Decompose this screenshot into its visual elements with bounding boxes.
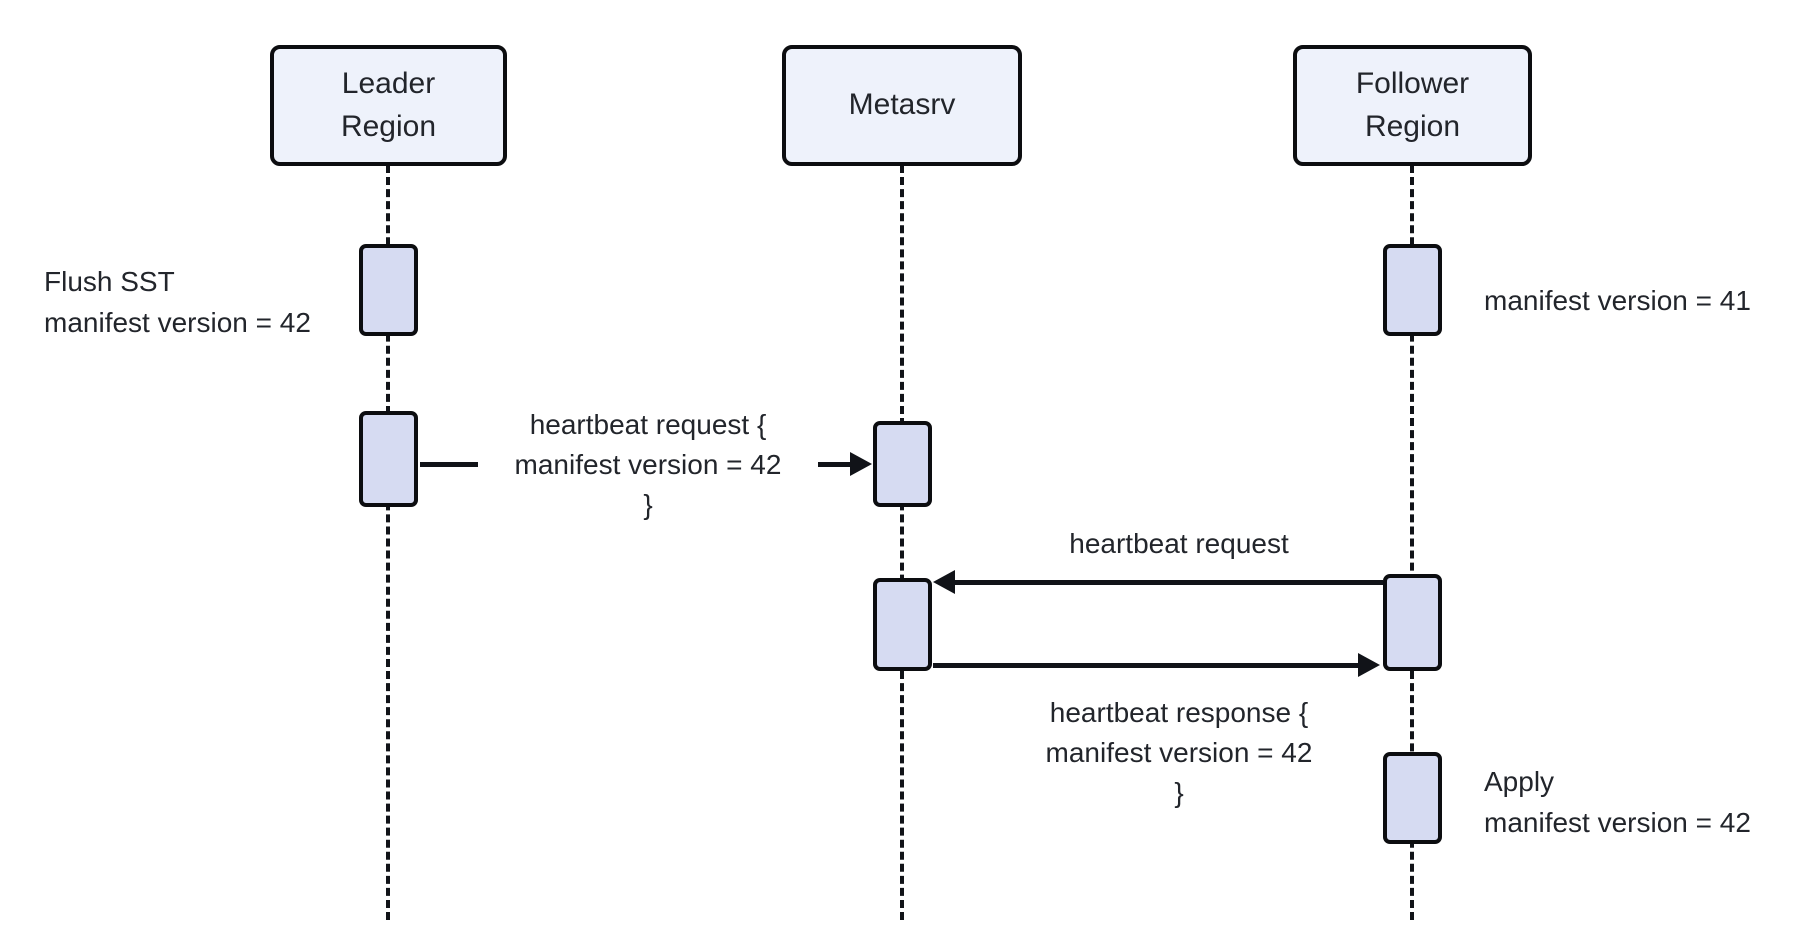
activation-follower-apply xyxy=(1383,752,1442,844)
message-line-heartbeat-response xyxy=(933,663,1360,668)
message-label-heartbeat-request-follower: heartbeat request xyxy=(983,524,1375,564)
lifeline-metasrv xyxy=(900,165,904,920)
note-flush-sst: Flush SST manifest version = 42 xyxy=(44,266,311,338)
participant-follower-region[interactable]: Follower Region xyxy=(1293,45,1532,166)
activation-metasrv-follower-exchange xyxy=(873,578,932,671)
activation-follower-heartbeat xyxy=(1383,574,1442,671)
lifeline-leader xyxy=(386,165,390,920)
activation-metasrv-receive-leader-heartbeat xyxy=(873,421,932,507)
note-apply-manifest-version: Apply manifest version = 42 xyxy=(1484,766,1751,838)
message-line-heartbeat-request-follower xyxy=(955,580,1383,585)
activation-leader-flush xyxy=(359,244,418,336)
participant-metasrv[interactable]: Metasrv xyxy=(782,45,1022,166)
arrow-head-heartbeat-request-leader xyxy=(850,452,872,476)
participant-leader-region-label: Leader Region xyxy=(340,66,437,143)
message-label-heartbeat-response: heartbeat response { manifest version = … xyxy=(983,693,1375,813)
participant-leader-region[interactable]: Leader Region xyxy=(270,45,507,166)
note-follower-manifest-version: manifest version = 41 xyxy=(1484,285,1751,316)
lifeline-follower xyxy=(1410,165,1414,920)
arrow-head-heartbeat-response xyxy=(1358,653,1380,677)
message-label-heartbeat-request-leader: heartbeat request { manifest version = 4… xyxy=(478,405,818,525)
activation-follower-initial xyxy=(1383,244,1442,336)
participant-follower-region-label: Follower Region xyxy=(1355,66,1470,143)
activation-leader-heartbeat xyxy=(359,411,418,507)
arrow-head-heartbeat-request-follower xyxy=(933,570,955,594)
participant-metasrv-label: Metasrv xyxy=(848,88,956,122)
